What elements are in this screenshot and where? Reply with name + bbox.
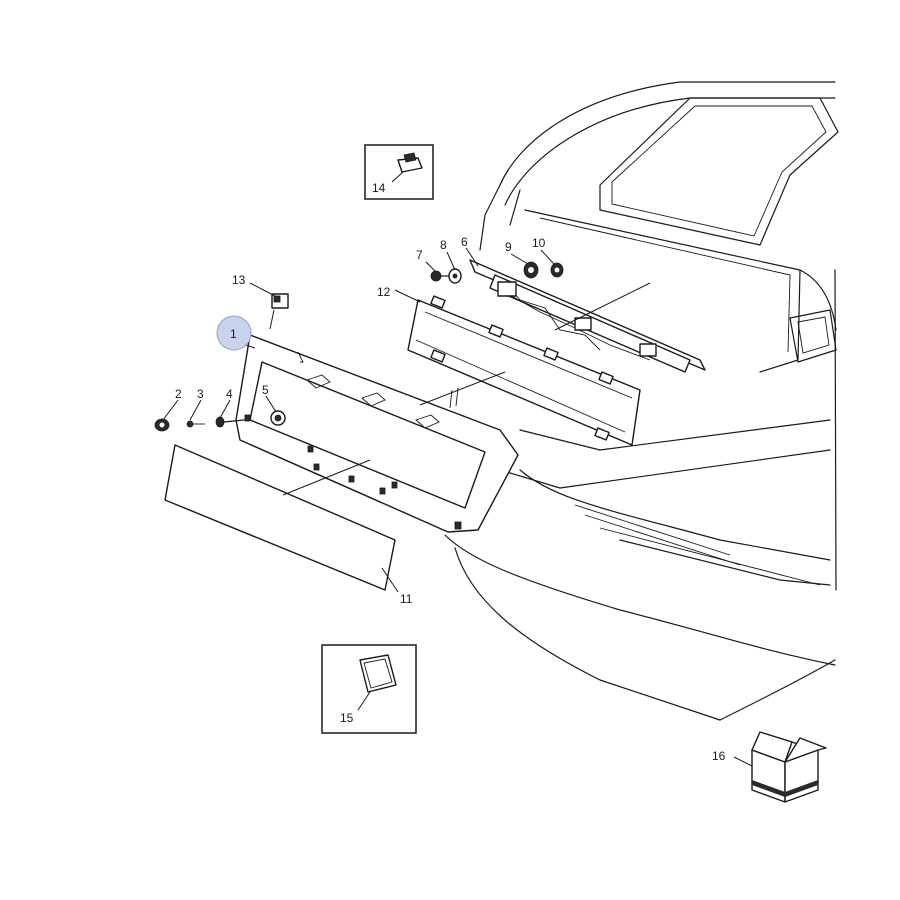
callout-7[interactable]: 7 bbox=[416, 248, 423, 262]
leader-lines bbox=[162, 247, 753, 767]
fastener-3-washer bbox=[186, 420, 205, 428]
callout-15: 15 bbox=[340, 711, 354, 725]
detail-box-15[interactable]: 15 bbox=[321, 644, 417, 734]
part-13-clip bbox=[271, 293, 289, 309]
callout-4[interactable]: 4 bbox=[226, 387, 233, 401]
fastener-7-screw bbox=[430, 270, 451, 282]
callout-labels: 1 2 3 4 5 6 7 8 9 10 11 12 13 16 bbox=[175, 235, 726, 763]
part-16-box bbox=[751, 731, 827, 803]
fastener-8-washer bbox=[448, 268, 462, 284]
callout-11[interactable]: 11 bbox=[400, 592, 413, 606]
part-12-inner-panel bbox=[407, 295, 641, 446]
callout-10[interactable]: 10 bbox=[532, 236, 546, 250]
callout-16[interactable]: 16 bbox=[712, 749, 726, 763]
callout-2[interactable]: 2 bbox=[175, 387, 182, 401]
detail-box-14[interactable]: 14 bbox=[364, 144, 434, 200]
callout-1[interactable]: 1 bbox=[230, 327, 237, 341]
part-11-cover-plate bbox=[164, 444, 396, 591]
callout-8[interactable]: 8 bbox=[440, 238, 447, 252]
callout-6[interactable]: 6 bbox=[461, 235, 468, 249]
callout-9[interactable]: 9 bbox=[505, 240, 512, 254]
callout-12[interactable]: 12 bbox=[377, 285, 391, 299]
fastener-2-nut bbox=[154, 418, 170, 432]
vehicle-rear-body bbox=[444, 81, 839, 721]
selected-callout-highlight[interactable] bbox=[216, 315, 252, 351]
callout-5[interactable]: 5 bbox=[262, 383, 269, 397]
part-1-trim-panel bbox=[235, 334, 519, 533]
callout-14: 14 bbox=[372, 181, 386, 195]
fastener-9-nut bbox=[523, 261, 539, 279]
fastener-10-nut bbox=[550, 262, 564, 278]
callout-3[interactable]: 3 bbox=[197, 387, 204, 401]
part-6-bracket bbox=[469, 259, 706, 373]
callout-13[interactable]: 13 bbox=[232, 273, 246, 287]
